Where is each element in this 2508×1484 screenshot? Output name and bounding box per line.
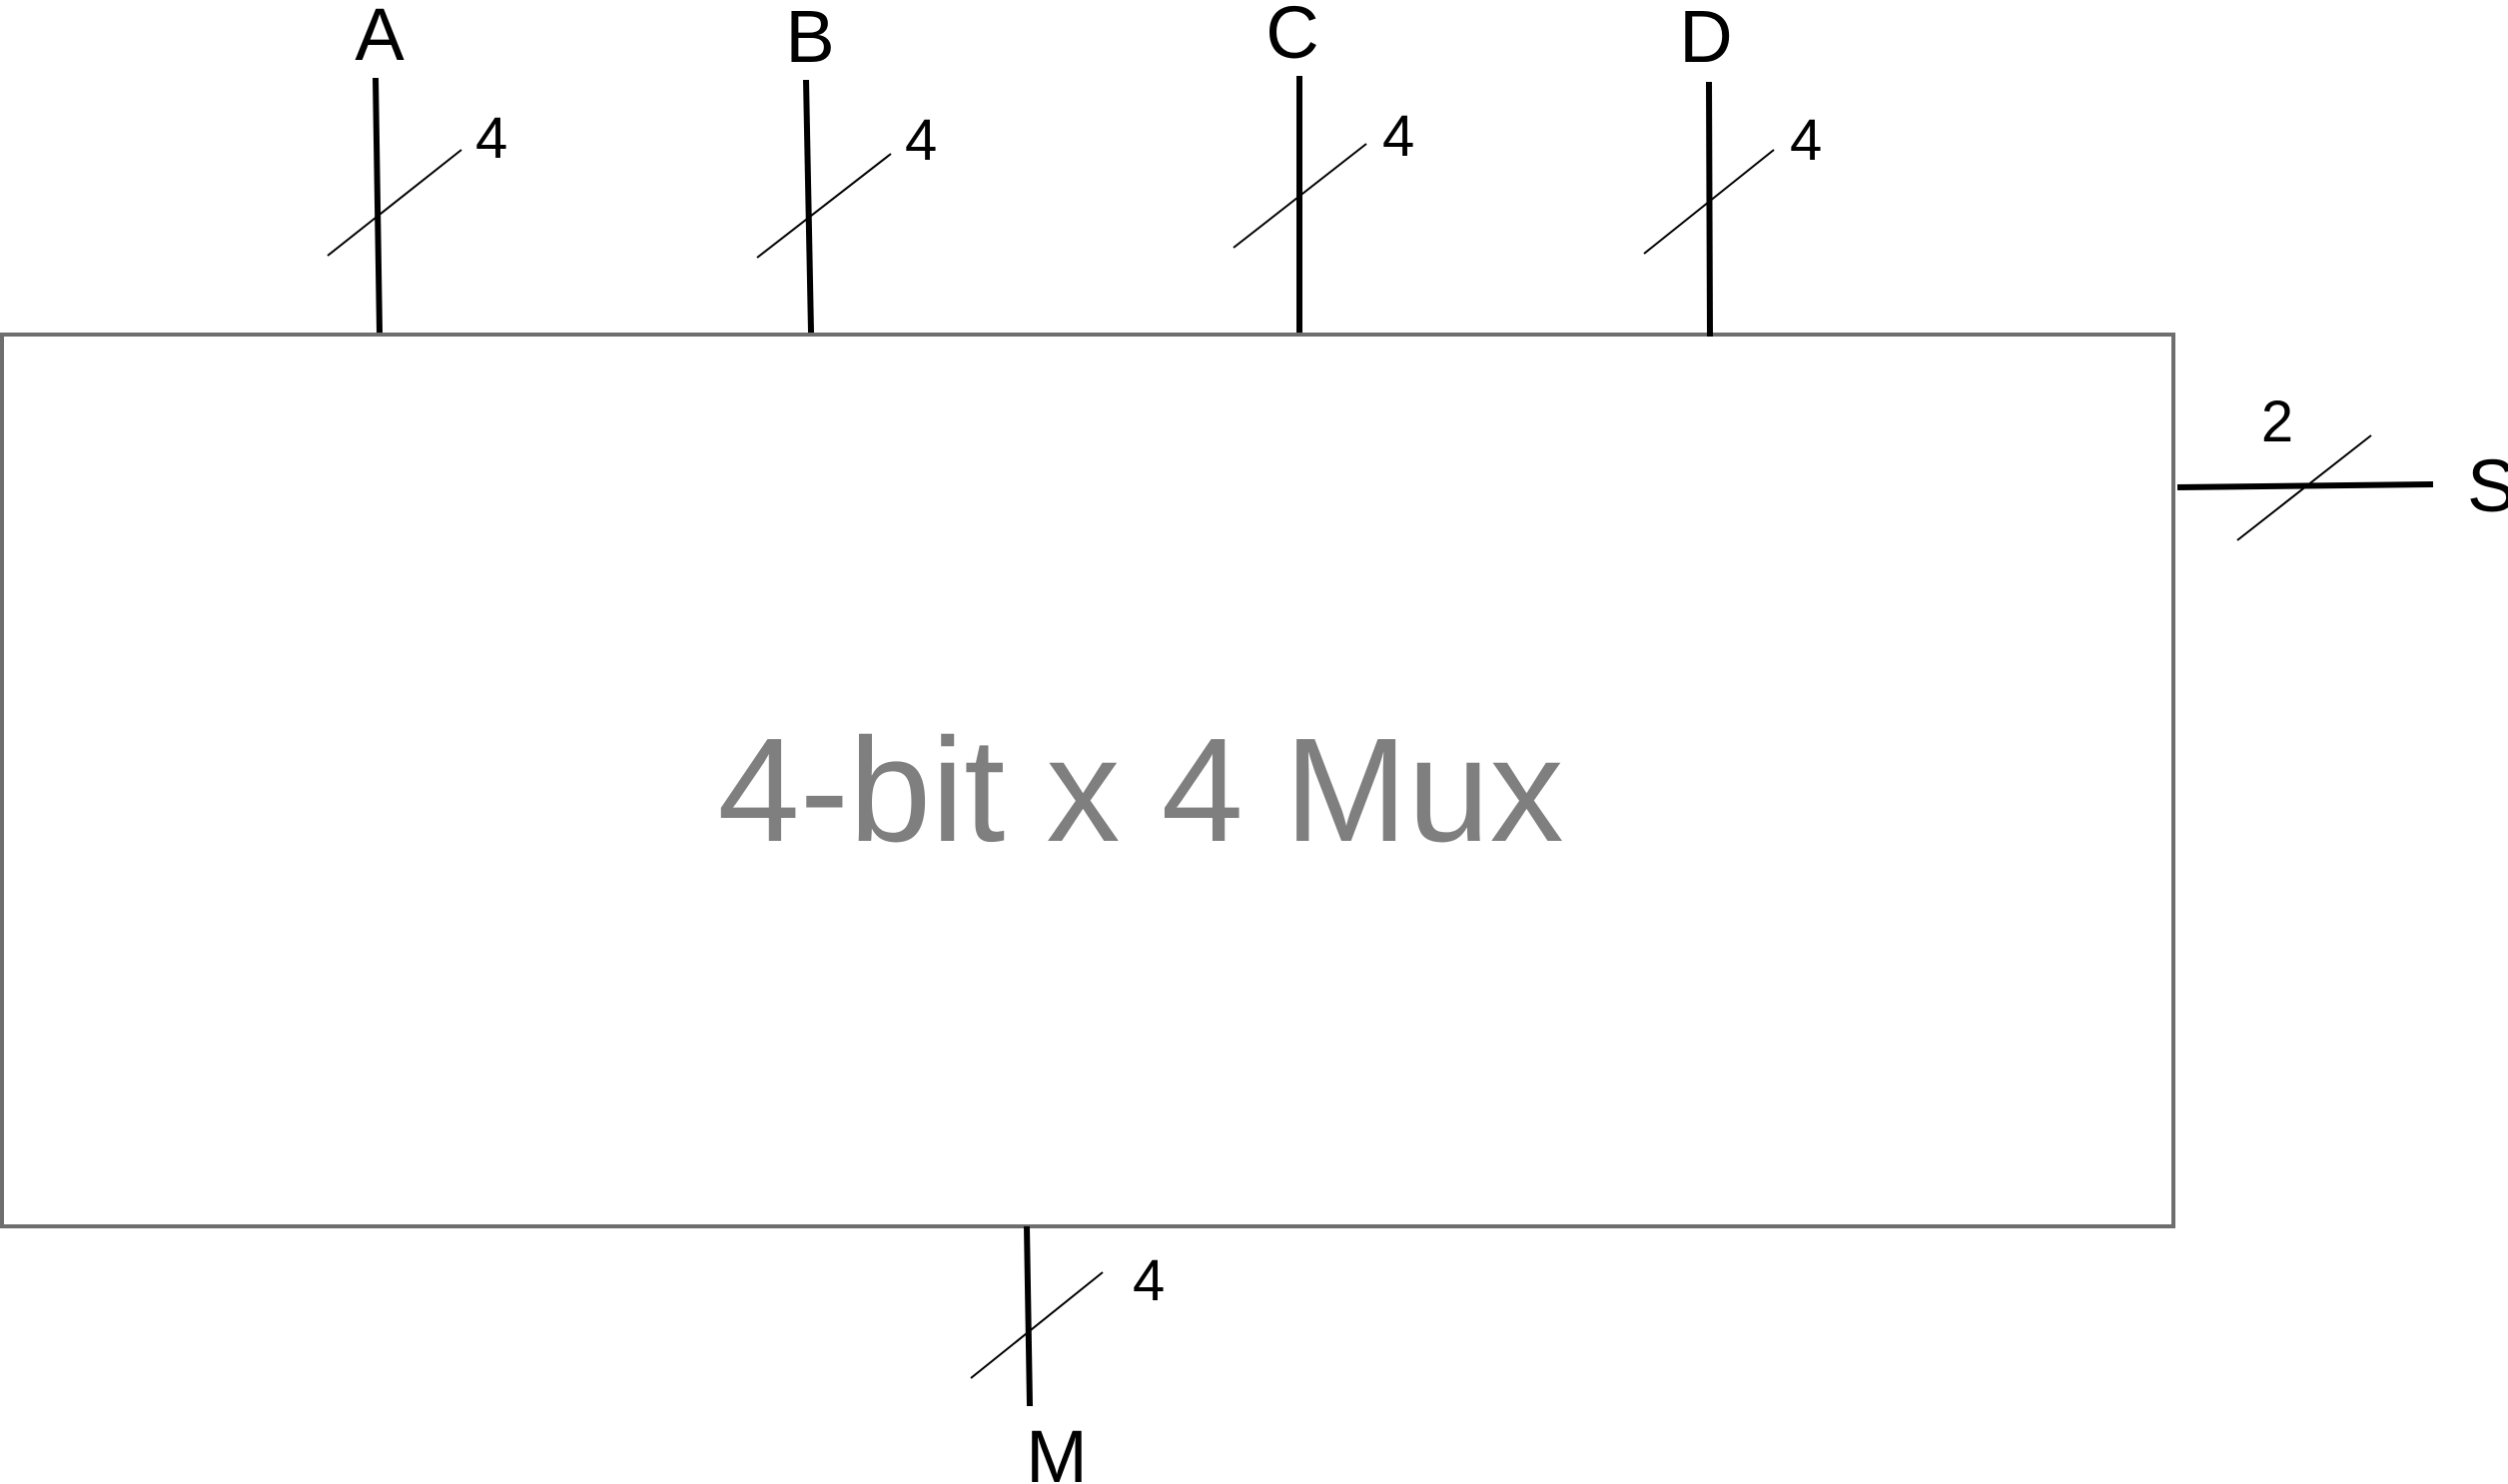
select-s-width: 2 <box>2261 389 2293 454</box>
output-m-bus-slash <box>970 1271 1104 1379</box>
input-b-bus-slash <box>756 153 892 259</box>
input-c-label: C <box>1265 0 1318 74</box>
select-s-label: S <box>2467 444 2508 527</box>
input-a-bus-slash <box>327 149 462 257</box>
input-a: 4 A <box>327 0 507 334</box>
input-b-label: B <box>785 0 834 78</box>
select-s: 2 S <box>2176 389 2508 541</box>
output-m-label: M <box>1026 1415 1088 1484</box>
input-d-width: 4 <box>1790 108 1822 173</box>
input-c-width: 4 <box>1382 104 1414 169</box>
input-b: 4 B <box>756 0 937 334</box>
input-d-bus-slash <box>1643 149 1775 255</box>
input-a-label: A <box>355 0 405 76</box>
mux-block-title: 4-bit x 4 Mux <box>717 708 1563 873</box>
output-m-width: 4 <box>1133 1248 1165 1313</box>
input-d: 4 D <box>1643 0 1822 338</box>
output-m: 4 M <box>970 1225 1165 1484</box>
output-m-wire <box>1024 1225 1033 1407</box>
input-d-label: D <box>1679 0 1732 78</box>
input-c: 4 C <box>1233 0 1414 333</box>
input-a-wire <box>373 77 383 334</box>
input-c-bus-slash <box>1233 143 1367 249</box>
input-b-width: 4 <box>905 108 937 173</box>
mux-block <box>0 333 2175 1228</box>
select-s-bus-slash <box>2236 434 2372 541</box>
input-b-wire <box>803 79 814 334</box>
input-a-width: 4 <box>475 106 507 171</box>
input-d-wire <box>1706 81 1713 338</box>
